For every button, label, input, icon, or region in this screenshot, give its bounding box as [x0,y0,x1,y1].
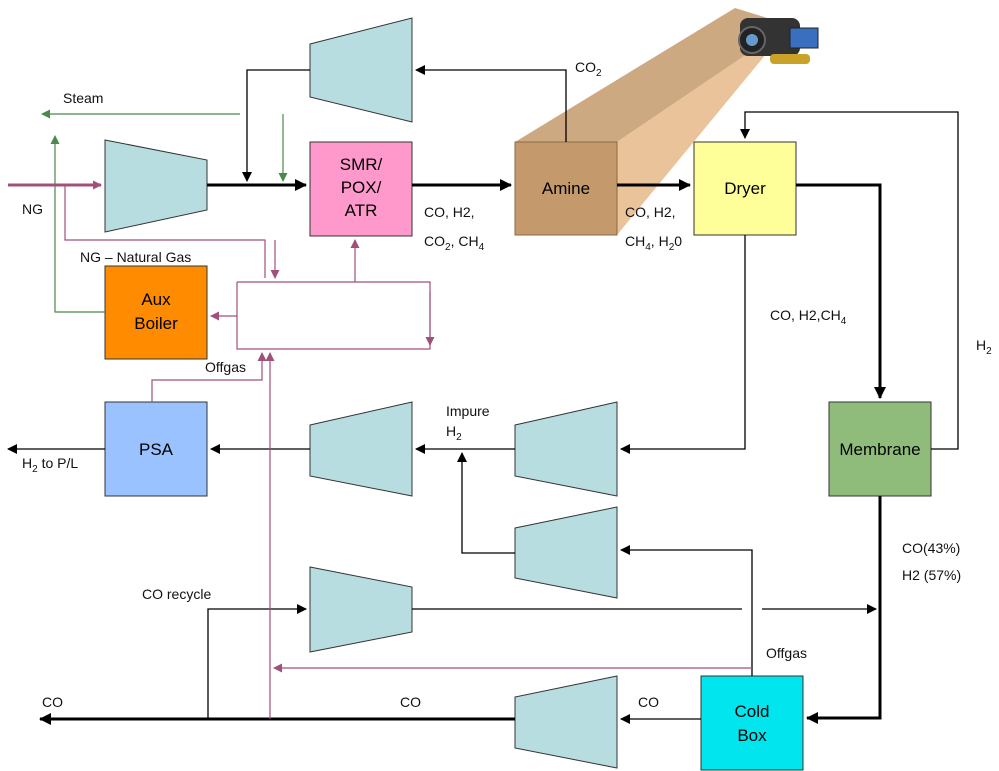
fuel-header-loop [237,282,430,349]
flow-dryer-to-membrane [796,185,880,398]
offgas-left-label: Offgas [205,359,246,375]
co-mid-label: CO [400,694,421,710]
aux-label-1: Aux [141,290,171,309]
steam-label: Steam [63,90,103,106]
flow-dryer-to-compressor [621,235,745,449]
membrane-out-label-2: H2 (57%) [902,567,961,583]
flow-co2-comp-to-smr [247,70,310,181]
cold-box[interactable] [701,676,803,770]
amine-label: Amine [542,179,590,198]
steam-from-boiler [55,136,105,312]
co-coldbox-label: CO [638,694,659,710]
compressor-ng[interactable] [105,140,207,232]
aux-boiler-box[interactable] [105,266,207,359]
compressor-psa-feed[interactable] [310,402,412,496]
smr-out-label-1: CO, H2, [424,204,475,220]
amine-out-label-2: CH4, H20 [625,233,682,253]
membrane-out-label-1: CO(43%) [902,540,960,556]
impure-label-1: Impure [446,403,490,419]
cold-box-label-2: Box [737,726,767,745]
dryer-out-label: CO, H2,CH4 [770,307,847,327]
h2-to-pl-label: H2 to P/L [22,455,78,475]
psa-label: PSA [139,440,174,459]
amine-out-label-1: CO, H2, [625,204,676,220]
offgas-right-label: Offgas [766,645,807,661]
impure-label-2: H2 [446,423,462,443]
ng-natural-gas-label: NG – Natural Gas [80,249,191,265]
smr-label-2: POX/ [341,178,382,197]
flow-offgas-comp-out [462,453,515,553]
smr-out-label-2: CO2, CH4 [424,233,485,253]
smr-label-1: SMR/ [340,155,383,174]
co-product-label: CO [42,694,63,710]
compressor-offgas-recycle[interactable] [515,507,617,598]
flow-membrane-to-coldbox [807,496,880,718]
membrane-label: Membrane [839,440,920,459]
compressor-co2[interactable] [310,18,412,122]
smr-label-3: ATR [345,201,378,220]
co2-label: CO2 [575,59,602,79]
compressor-co-recycle[interactable] [310,567,412,652]
compressor-dryer-out[interactable] [515,402,617,496]
compressor-co-product[interactable] [515,676,617,768]
flow-offgas-comp-in [621,550,752,676]
cold-box-label-1: Cold [735,702,770,721]
ng-label: NG [22,201,43,217]
flow-co-recycle [208,609,306,719]
co-recycle-label: CO recycle [142,586,211,602]
h2-recycle-label: H2 [976,337,992,357]
aux-label-2: Boiler [134,314,178,333]
dryer-label: Dryer [724,179,766,198]
